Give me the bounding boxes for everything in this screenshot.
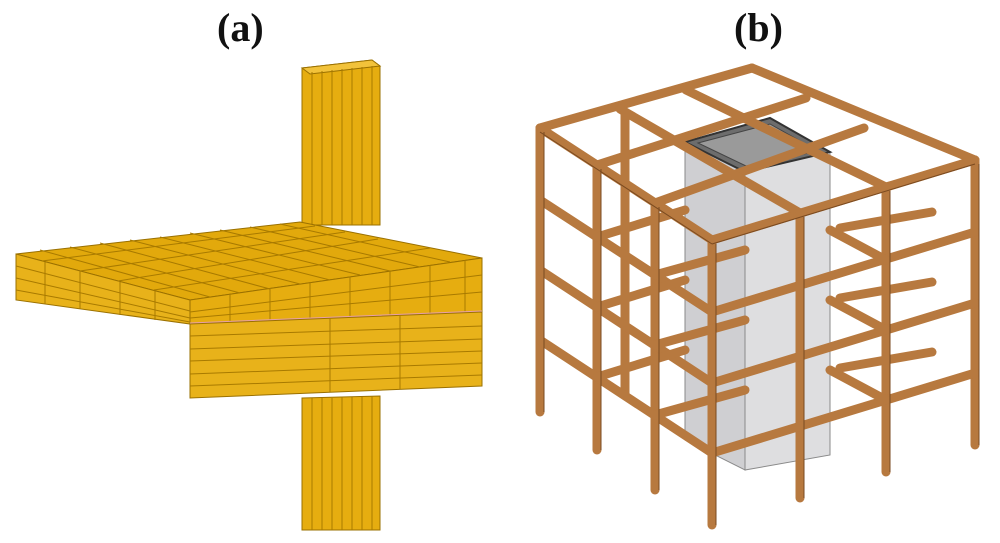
support-block <box>189 311 483 399</box>
panel-label-b: (b) <box>734 5 783 50</box>
upper-column <box>300 59 382 226</box>
floor-slab <box>15 221 483 326</box>
panel-label-a: (a) <box>217 5 264 50</box>
frame-members <box>535 63 980 530</box>
frame-edges <box>539 131 980 525</box>
lower-column <box>301 395 381 531</box>
panel-a-connection-model <box>15 59 483 531</box>
panel-b-frame-model <box>535 63 980 530</box>
